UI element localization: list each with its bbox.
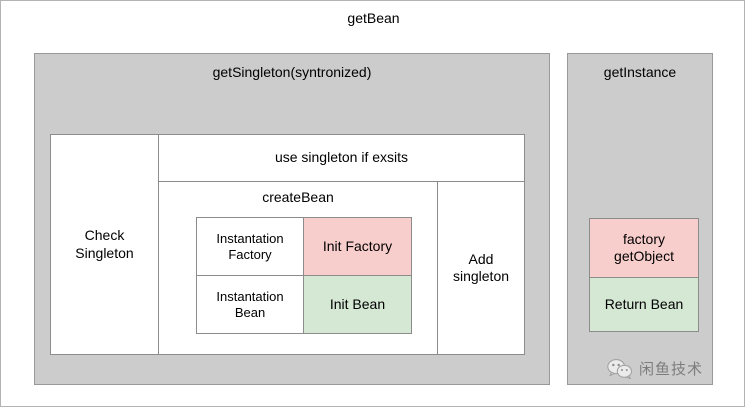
return-bean-label: Return Bean [604, 295, 684, 312]
diagram-title-getbean: getBean [347, 10, 400, 27]
wechat-icon [607, 358, 633, 379]
cell-return-bean: Return Bean [589, 277, 699, 332]
box-use-singleton-if-exists: use singleton if exsits [158, 134, 525, 182]
factory-getobject-line2: getObject [614, 248, 674, 264]
cell-init-factory: Init Factory [303, 217, 412, 276]
init-factory-label: Init Factory [322, 237, 393, 254]
add-singleton-line1: Add [468, 250, 494, 267]
panel-getsingleton-label: getSingleton(syntronized) [212, 64, 372, 80]
instantation-bean-line2: Bean [234, 304, 266, 320]
cell-factory-getobject: factory getObject [589, 218, 699, 278]
instantation-factory-line2: Factory [228, 246, 272, 262]
check-singleton-line2: Singleton [75, 244, 134, 261]
add-singleton-label: Add singleton [453, 251, 509, 285]
cell-instantation-factory: Instantation Factory [196, 217, 304, 276]
cell-init-bean: Init Bean [303, 275, 412, 334]
watermark-text: 闲鱼技术 [639, 361, 704, 378]
init-bean-label: Init Bean [329, 295, 386, 312]
check-singleton-line1: Check [84, 227, 125, 244]
instantation-bean-label: Instantation Bean [216, 289, 283, 321]
watermark: 闲鱼技术 [607, 358, 703, 379]
factory-getobject-label: factory getObject [614, 231, 674, 265]
box-check-singleton: Check Singleton [50, 134, 159, 355]
instantation-factory-label: Instantation Factory [216, 231, 283, 263]
panel-getinstance-label: getInstance [603, 64, 677, 80]
use-singleton-label: use singleton if exsits [274, 149, 409, 166]
createbean-label: createBean [262, 189, 334, 205]
check-singleton-label: Check Singleton [75, 227, 133, 261]
add-singleton-line2: singleton [452, 268, 510, 284]
instantation-bean-line1: Instantation [216, 288, 284, 304]
instantation-factory-line1: Instantation [216, 230, 284, 246]
factory-getobject-line1: factory [622, 230, 665, 247]
box-add-singleton: Add singleton [437, 181, 525, 355]
cell-instantation-bean: Instantation Bean [196, 275, 304, 334]
